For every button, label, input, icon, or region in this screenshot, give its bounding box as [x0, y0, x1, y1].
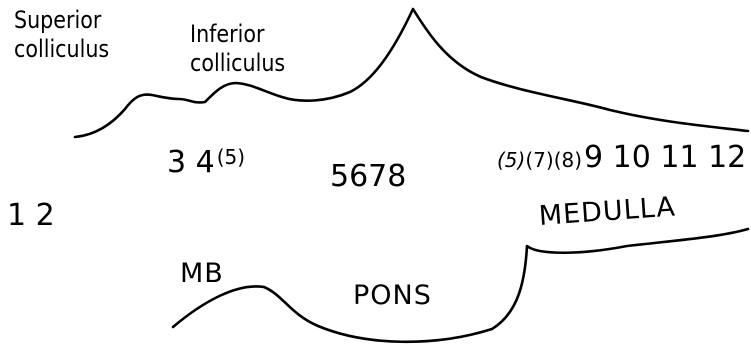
nuclei-midbrain-main: 3 4 [167, 145, 215, 180]
superior-label-line-1: Superior [14, 6, 102, 34]
nuclei-pons: 5678 [330, 159, 407, 194]
inferior-colliculus-label: Inferior colliculus [190, 22, 285, 75]
superior-colliculus-label: Superior colliculus [14, 8, 109, 61]
nuclei-midbrain: 3 4(5) [167, 147, 245, 178]
nuclei-medulla-extra-7: (7) [525, 148, 554, 172]
region-pons-label: PONS [353, 280, 432, 311]
nuclei-medulla: (5)(7)(8)9 10 11 12 [497, 143, 746, 173]
nuclei-forebrain: 1 2 [7, 198, 55, 233]
nuclei-medulla-main: 9 10 11 12 [584, 140, 747, 175]
inferior-label-line-2: colliculus [190, 49, 286, 77]
superior-label-line-2: colliculus [14, 35, 110, 63]
nuclei-medulla-extra-5: (5) [497, 148, 526, 172]
dorsal-outline [73, 7, 750, 139]
nuclei-medulla-extra-8: (8) [553, 148, 583, 172]
ventral-outline [171, 227, 750, 344]
nuclei-midbrain-extra: (5) [216, 145, 246, 169]
inferior-label-line-1: Inferior [190, 20, 265, 48]
region-mb-label: MB [180, 258, 224, 289]
